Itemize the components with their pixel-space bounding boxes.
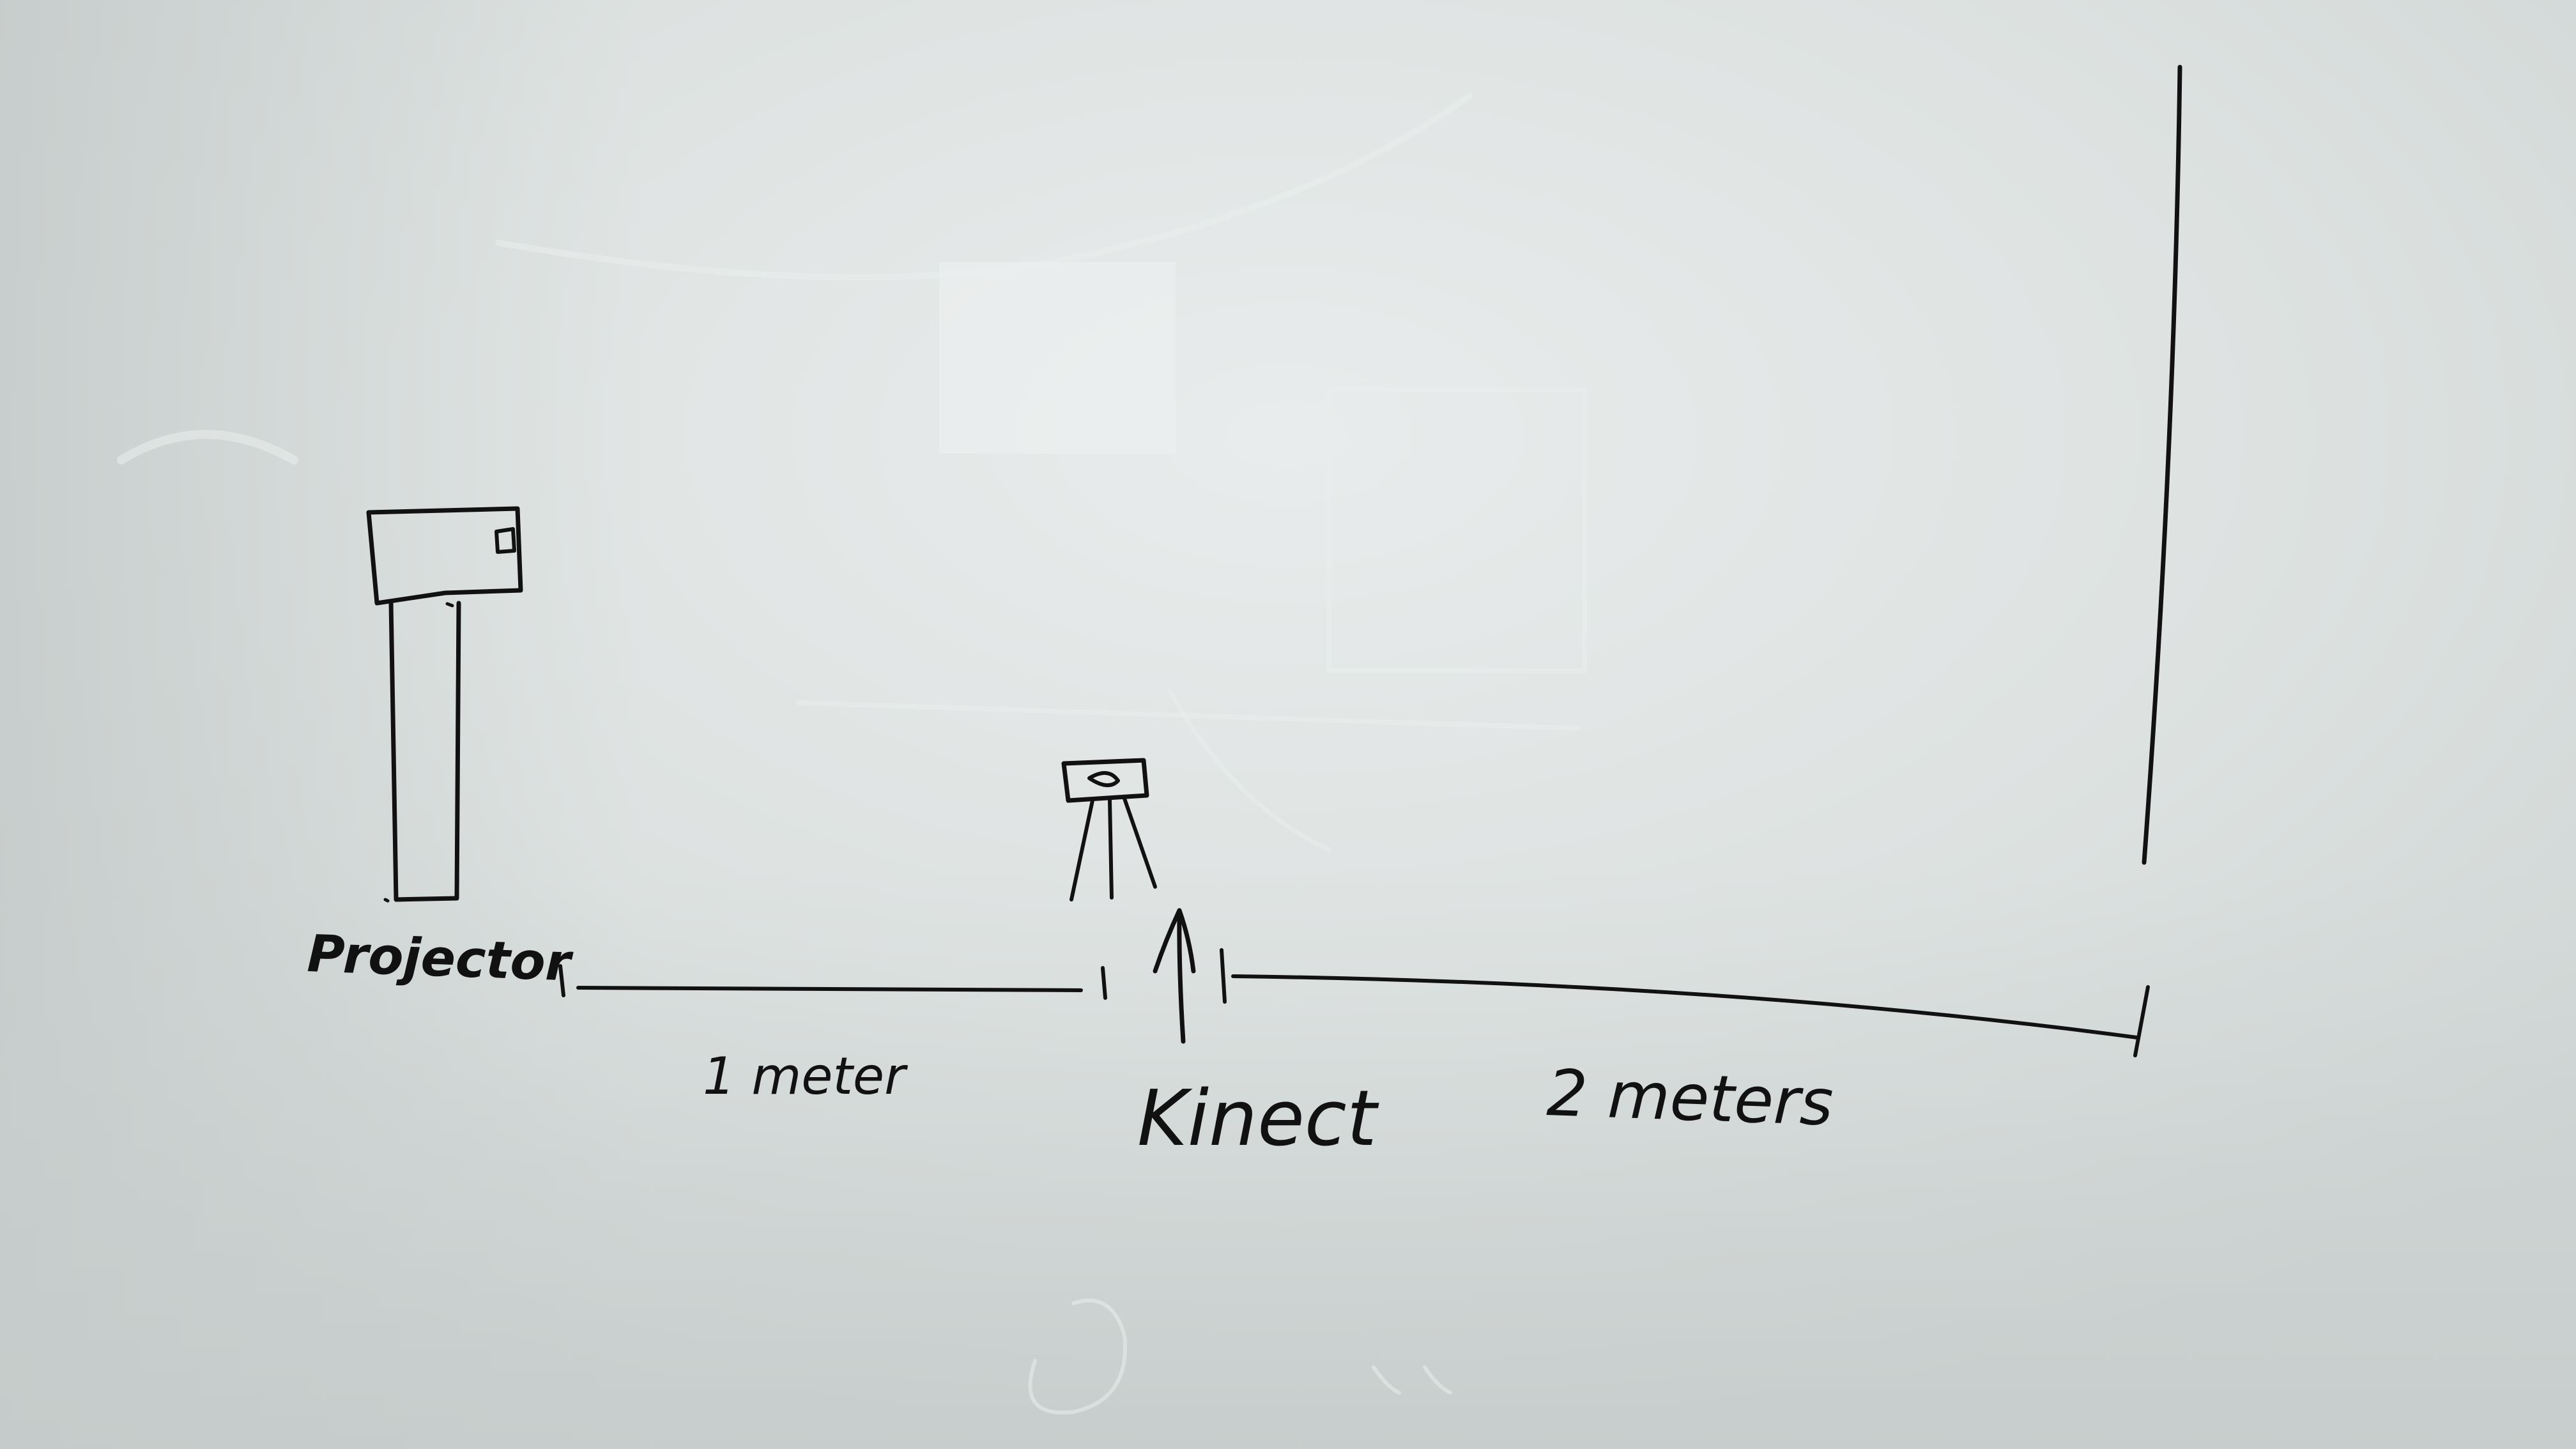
projector-lens <box>494 527 516 554</box>
kinect-label: Kinect <box>1137 1075 1379 1163</box>
kinect-drawing <box>1061 758 1157 901</box>
projector-label: Projector <box>306 924 574 992</box>
dimension-2m <box>1220 948 2150 1057</box>
projector-stand <box>388 601 461 902</box>
kinect-tripod <box>1070 797 1157 901</box>
distance-2m-label: 2 meters <box>1545 1055 1834 1140</box>
wall-line <box>2142 65 2182 865</box>
dimension-1m <box>558 964 1107 1000</box>
kinect-lens <box>1087 771 1120 787</box>
projector-drawing <box>366 506 523 903</box>
erased-patch <box>939 262 1176 454</box>
kinect-arrow <box>1153 908 1196 1044</box>
projector-head <box>366 506 523 606</box>
erased-residue <box>117 93 1587 1414</box>
distance-1m-label: 1 meter <box>703 1046 908 1106</box>
kinect-body <box>1061 758 1149 803</box>
